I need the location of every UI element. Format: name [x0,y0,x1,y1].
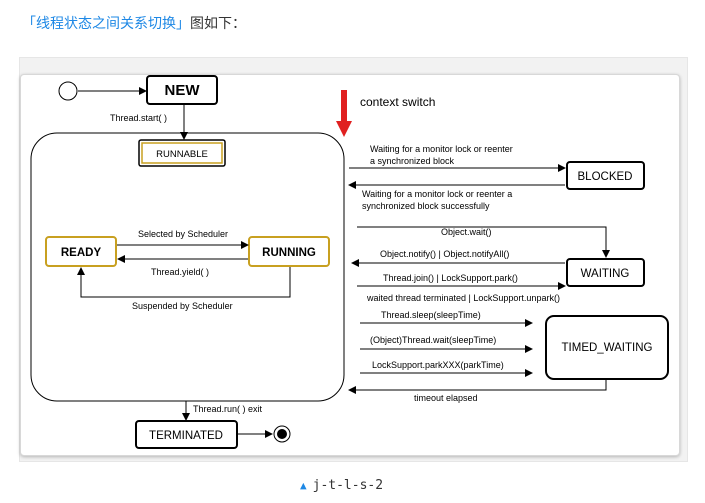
context-switch-arrowhead-icon [336,121,352,137]
arrow-object-wait [357,226,610,258]
legend-context-switch: context switch [360,95,435,109]
caption-text: j-t-l-s-2 [312,478,384,493]
state-waiting-label: WAITING [581,268,630,280]
arrow-timeout-elapsed [348,380,607,394]
label-suspended-by-scheduler: Suspended by Scheduler [132,301,233,311]
state-new-label: NEW [165,82,201,99]
label-thread-join: Thread.join() | LockSupport.park() [383,273,518,283]
label-blocked-out-1: Waiting for a monitor lock or reenter a [362,189,512,199]
runnable-container [30,132,345,402]
heading-title: 线程状态之间关系切换 [36,16,176,32]
state-runnable-inner [141,142,223,164]
triangle-up-icon: ▲ [300,479,307,492]
label-object-wait-time: (Object)Thread.wait(sleepTime) [370,335,496,345]
state-ready-label: READY [61,247,102,259]
label-blocked-out-2: synchronized block successfully [362,201,490,211]
state-running [248,236,330,267]
context-switch-arrow-icon [341,90,347,122]
label-object-wait: Object.wait() [441,227,492,237]
start-node-icon [58,81,78,101]
label-object-notify: Object.notify() | Object.notifyAll() [380,249,509,259]
end-node-dot-icon [277,429,287,439]
heading-suffix: 图如下： [190,16,246,32]
state-runnable-label: RUNNABLE [156,149,208,160]
state-terminated-label: TERMINATED [149,430,223,442]
label-lock-park: LockSupport.parkXXX(parkTime) [372,360,504,370]
state-terminated [135,420,238,449]
figure-caption: ▲ j-t-l-s-2 [300,478,383,493]
heading-left-bracket: 「 [22,16,36,32]
label-thread-start: Thread.start( ) [110,113,167,123]
arrow-suspended-by-scheduler [77,267,291,298]
label-thread-sleep: Thread.sleep(sleepTime) [381,310,481,320]
label-blocked-in-1: Waiting for a monitor lock or reenter [370,144,513,154]
heading-right-bracket: 」 [176,16,190,32]
state-timed-waiting-label: TIMED_WAITING [562,342,653,354]
state-blocked-label: BLOCKED [578,171,633,183]
label-timeout-elapsed: timeout elapsed [414,393,478,403]
page-heading: 「线程状态之间关系切换」图如下： [22,13,246,33]
state-runnable [138,139,226,167]
label-blocked-in-2: a synchronized block [370,156,455,166]
state-timed-waiting [545,315,669,380]
label-waited-terminated: waited thread terminated | LockSupport.u… [366,293,560,303]
state-running-label: RUNNING [262,247,316,259]
state-new [146,75,218,105]
label-thread-yield: Thread.yield( ) [151,267,209,277]
state-waiting [566,258,645,287]
state-blocked [566,161,645,190]
state-ready [45,236,117,267]
label-selected-by-scheduler: Selected by Scheduler [138,229,228,239]
label-thread-run-exit: Thread.run( ) exit [193,404,263,414]
